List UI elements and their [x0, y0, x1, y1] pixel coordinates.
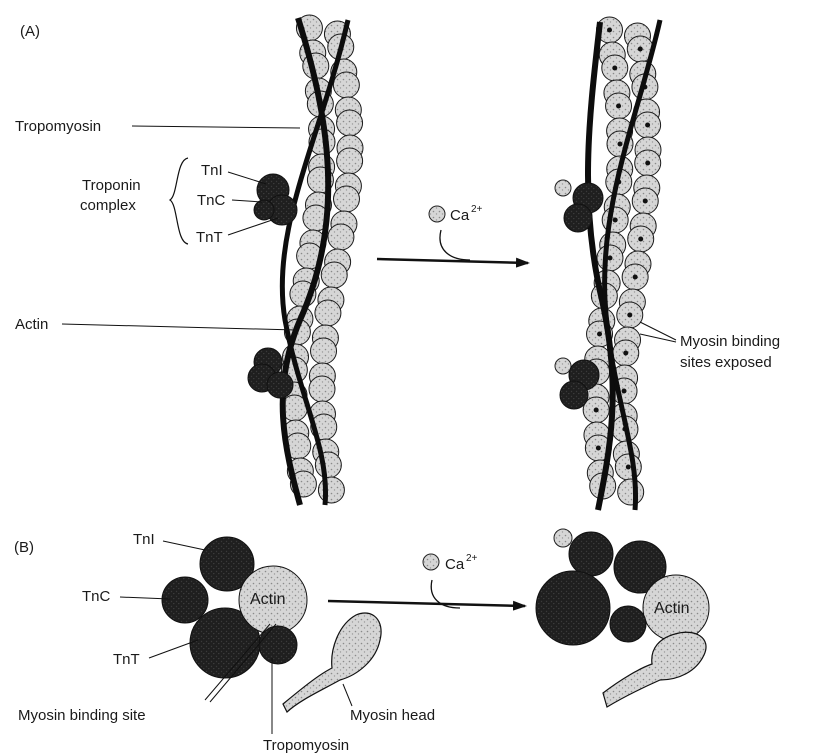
left-actin-filament: [248, 15, 363, 505]
cross-section-after: Actin: [536, 529, 709, 645]
calcium-label-a: Ca: [450, 207, 470, 224]
right-actin-filament: [555, 17, 661, 510]
actin-monomer: [318, 477, 344, 503]
troponin-brace: [170, 158, 188, 244]
calcium-arrow-a: Ca 2+: [377, 204, 528, 263]
myosin-sites-label-line2: sites exposed: [680, 354, 772, 371]
myosin-binding-site-dot: [638, 237, 643, 242]
tni-label-b: TnI: [133, 531, 155, 548]
tni-leader-b: [163, 541, 205, 550]
myosin-binding-site-dot: [613, 218, 618, 223]
actin-monomer: [618, 479, 644, 505]
panel-a-label: (A): [20, 23, 40, 40]
troponin-label-line1: Troponin: [82, 177, 141, 194]
myosin-binding-site-dot: [643, 199, 648, 204]
myosin-binding-site-dot: [623, 351, 628, 356]
tnt-label-b: TnT: [113, 651, 140, 668]
actin-text-b-right: Actin: [654, 600, 690, 617]
myosin-binding-site-dot: [645, 123, 650, 128]
myosin-binding-site-dot: [607, 28, 612, 33]
tni-subunit-after: [569, 532, 613, 576]
tnt-subunit-after: [536, 571, 610, 645]
calcium-charge-a: 2+: [471, 204, 483, 215]
tropomyosin-label-a: Tropomyosin: [15, 118, 101, 135]
tropomyosin-subunit-after: [610, 606, 646, 642]
actin-monomer: [315, 300, 341, 326]
actin-monomer: [309, 376, 335, 402]
myosin-head-label: Myosin head: [350, 707, 435, 724]
tropomyosin-leader-a: [132, 126, 300, 128]
myosin-binding-site-dot: [596, 446, 601, 451]
actin-label-a: Actin: [15, 316, 48, 333]
myosin-sites-leader-1: [640, 322, 676, 340]
actin-leader-a: [62, 324, 296, 330]
myosin-sites-leader-2: [640, 334, 676, 342]
calcium-curve-a: [440, 230, 470, 260]
calcium-ion-b: [423, 554, 439, 570]
troponin-label-line2: complex: [80, 197, 136, 214]
calcium-label-b: Ca: [445, 556, 465, 573]
myosin-binding-site-dot: [597, 332, 602, 337]
actin-monomer: [321, 262, 347, 288]
actin-monomer: [328, 224, 354, 250]
tnt-leader-a: [228, 218, 278, 235]
calcium-bound-b: [554, 529, 572, 547]
tni-label-a: TnI: [201, 162, 223, 179]
myosin-head-leader: [343, 684, 352, 706]
actin-monomer: [337, 148, 363, 174]
tnc-label-a: TnC: [197, 192, 226, 209]
troponin-complex-upper-right: [555, 180, 603, 232]
actin-monomer: [337, 110, 363, 136]
myosin-binding-site-dot: [633, 275, 638, 280]
troponin-complex-upper-left: [254, 174, 297, 225]
myosin-binding-site-dot: [612, 66, 617, 71]
actin-monomer: [333, 72, 359, 98]
myosin-binding-site-label: Myosin binding site: [18, 707, 146, 724]
tropomyosin-label-b: Tropomyosin: [263, 737, 349, 754]
myosin-binding-site-dot: [617, 142, 622, 147]
tnc-leader-a: [232, 200, 262, 202]
myosin-sites-label-line1: Myosin binding: [680, 333, 780, 350]
panel-b-label: (B): [14, 539, 34, 556]
tni-leader-a: [228, 172, 266, 184]
calcium-ion-a: [429, 206, 445, 222]
myosin-binding-site-dot: [626, 465, 631, 470]
tnc-label-b: TnC: [82, 588, 111, 605]
tropomyosin-subunit-b: [259, 626, 297, 664]
reaction-arrow-b: [328, 601, 525, 606]
myosin-head-after: [603, 632, 706, 707]
tnt-label-a: TnT: [196, 229, 223, 246]
tnc-subunit-b: [162, 577, 208, 623]
myosin-binding-site-dot: [607, 256, 612, 261]
calcium-charge-b: 2+: [466, 553, 478, 564]
reaction-arrow-a: [377, 259, 528, 263]
myosin-binding-site-dot: [616, 104, 621, 109]
myosin-binding-site-dot: [638, 47, 643, 52]
myosin-binding-site-dot: [594, 408, 599, 413]
calcium-arrow-b: Ca 2+: [328, 553, 525, 608]
myosin-binding-site-dot: [645, 161, 650, 166]
actin-monomer: [333, 186, 359, 212]
actin-monomer: [311, 338, 337, 364]
actin-text-b-left: Actin: [250, 591, 286, 608]
myosin-head-before: [283, 613, 381, 712]
myosin-binding-site-dot: [622, 389, 627, 394]
myosin-binding-site-dot: [627, 313, 632, 318]
